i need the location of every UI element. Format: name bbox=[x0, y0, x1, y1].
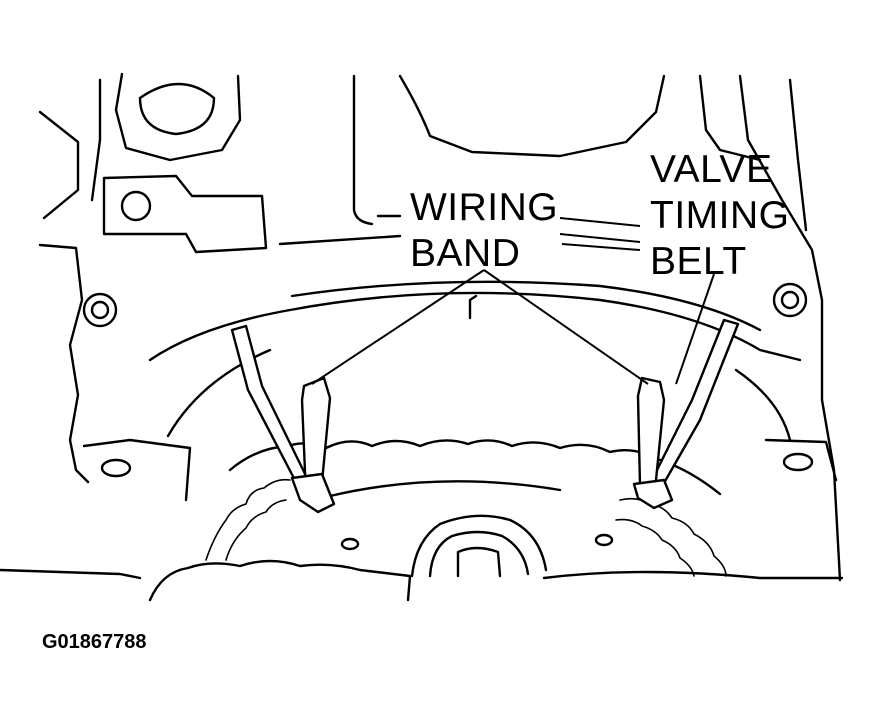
valve-timing-belt-label-line1: VALVE bbox=[650, 148, 773, 191]
valve-timing-belt-leader bbox=[675, 273, 715, 385]
bolt-heads bbox=[82, 282, 814, 478]
right-clamp-tool bbox=[632, 318, 740, 510]
engine-block-outline bbox=[0, 72, 842, 582]
wiring-band-label-line2: BAND bbox=[410, 232, 521, 275]
leader-lines bbox=[311, 217, 715, 385]
wiring-band-leader-right bbox=[483, 269, 649, 385]
left-clamp-tool bbox=[230, 324, 336, 514]
lower-cutaway bbox=[148, 559, 844, 602]
valve-timing-belt-label-line3: BELT bbox=[650, 240, 747, 283]
wiring-band-leader-left bbox=[311, 269, 485, 385]
timing-cover-outline bbox=[82, 280, 838, 502]
figure-id: G01867788 bbox=[42, 631, 147, 653]
valve-timing-belt-label-line2: TIMING bbox=[650, 194, 790, 237]
wiring-band-label-line1: WIRING bbox=[410, 186, 559, 229]
mounting-bracket bbox=[102, 174, 402, 254]
